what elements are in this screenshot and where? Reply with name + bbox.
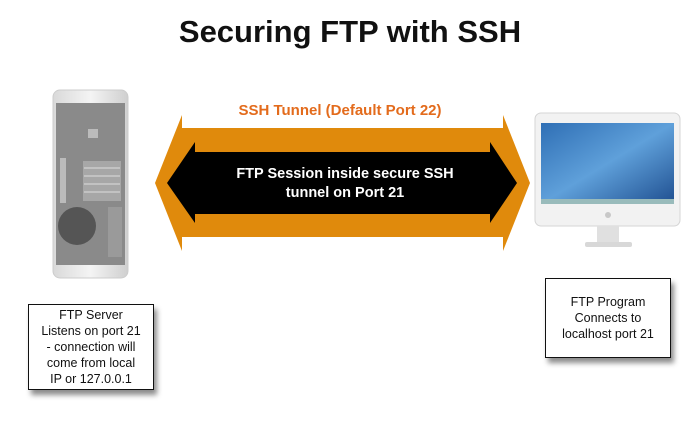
server-note-line: IP or 127.0.0.1 <box>50 372 132 386</box>
ssh-tunnel-label: SSH Tunnel (Default Port 22) <box>238 102 442 119</box>
client-note-line: localhost port 21 <box>562 327 654 341</box>
ftp-session-label-line: tunnel on Port 21 <box>285 185 405 201</box>
ftp-session-label-line: FTP Session inside secure SSH <box>236 166 454 182</box>
server-note-line: Listens on port 21 <box>41 324 141 338</box>
desktop-computer-icon <box>534 112 681 247</box>
server-note-line: - connection will <box>46 340 136 354</box>
page-title: Securing FTP with SSH <box>178 14 522 49</box>
server-note-line: come from local <box>46 356 136 370</box>
client-note-line: Connects to <box>574 311 642 325</box>
server-tower-icon <box>52 89 129 279</box>
server-note: FTP Server Listens on port 21 - connecti… <box>28 304 154 390</box>
ftp-session-arrow <box>167 142 517 223</box>
ftp-session-label: FTP Session inside secure SSH tunnel on … <box>200 165 490 203</box>
server-note-line: FTP Server <box>59 308 123 322</box>
client-note: FTP Program Connects to localhost port 2… <box>545 278 671 358</box>
client-note-line: FTP Program <box>570 295 646 309</box>
